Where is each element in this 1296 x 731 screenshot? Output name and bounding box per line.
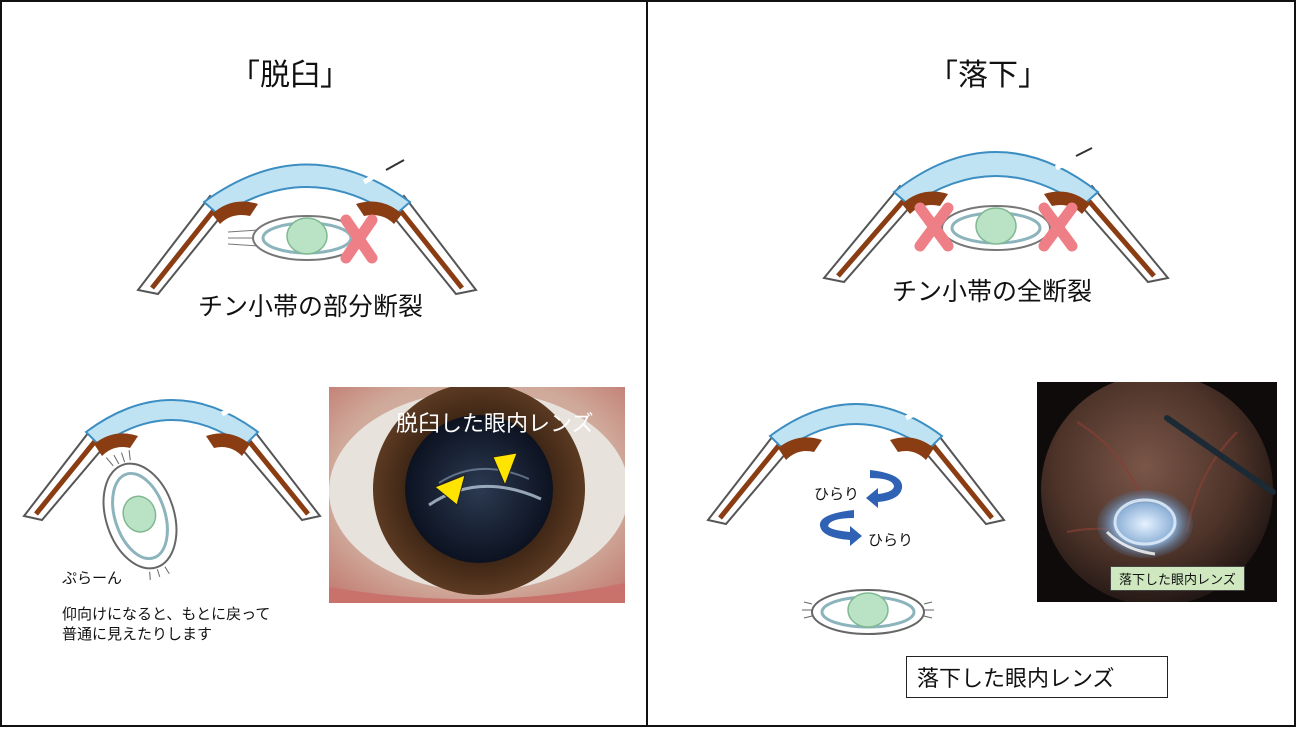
cornea-incision [1054,151,1084,171]
iris-right [890,437,934,460]
iris-left [778,437,822,460]
eye-diagram-total-rupture [822,147,1170,284]
photo-dislocated-iol [329,387,625,603]
surgical-instrument [1164,415,1276,495]
caption-partial-rupture: チン小帯の部分断裂 [198,292,424,321]
flutter-label-2: ひらり [868,531,914,549]
incision-blade [385,159,405,171]
photo-tag-fallen: 落下した眼内レンズ [1110,566,1245,591]
flutter-arrows [819,470,903,546]
tilted-lens [102,450,178,580]
fallen-lens [802,589,934,635]
flutter-label-1: ひらり [814,485,860,503]
caption-total-rupture: チン小帯の全断裂 [892,277,1093,306]
curved-arrow-icon-2 [819,510,862,546]
eye-diagram-partial-rupture [136,159,478,296]
iris-right [1044,191,1090,214]
cornea-incision [220,399,248,417]
panel-dislocation: 「脱臼」 [0,0,648,727]
panel-title-fall: 「落下」 [928,58,1048,93]
cornea [768,403,944,452]
iris-right [206,433,250,456]
iris-left [94,433,138,456]
note-swinging: ぷらーん [62,569,123,587]
photo-label-dislocated: 脱臼した眼内レンズ [396,412,594,437]
rupture-cross-icon-right [1038,202,1078,252]
iris-right [356,201,402,224]
curved-arrow-icon-1 [866,470,903,508]
cornea-incision [904,403,932,421]
photo-fallen-iol [1037,382,1277,602]
cornea [202,163,412,218]
eye-diagram-dislocated-lens [22,399,322,580]
iris-left [902,191,948,214]
note-line-2: 普通に見えたりします [62,625,213,643]
eye-diagram-falling-lens [706,403,1006,526]
iris-left [212,201,258,224]
lens-optic [975,207,1017,245]
incision-blade [1075,147,1093,157]
rupture-cross-icon [340,214,378,264]
lens-optic [286,217,328,255]
marker-arrow-1 [434,474,466,506]
cornea [84,399,260,448]
panel-fall: 「落下」 [646,0,1296,727]
cornea [892,151,1100,208]
label-box-fallen-iol: 落下した眼内レンズ [906,656,1168,698]
rupture-cross-icon-left [914,202,954,252]
note-line-1: 仰向けになると、もとに戻って [62,605,271,623]
marker-arrow-2 [492,452,518,487]
panel-title-dislocation: 「脱臼」 [230,58,350,93]
